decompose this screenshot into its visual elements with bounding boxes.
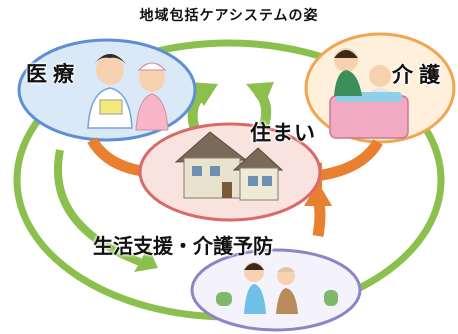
label-care: 介護 <box>392 63 446 87</box>
orange-arrow-from-care-shaft <box>315 139 383 182</box>
diagram-title: 地域包括ケアシステムの姿 <box>139 8 319 24</box>
life-support-bubble <box>190 248 362 332</box>
green-arrow-to-care-head <box>246 82 274 106</box>
label-life-support: 生活支援・介護予防 <box>93 234 273 258</box>
caregiver-bath-illustration <box>329 48 409 139</box>
orange-arrow-from-life-head <box>304 182 332 206</box>
green-arrowhead-left <box>134 246 158 272</box>
label-medical: 医療 <box>26 62 80 86</box>
walking-people-illustration <box>216 262 338 314</box>
house-illustration <box>174 131 284 201</box>
label-home: 住まい <box>250 121 316 145</box>
doctor-nurse-illustration <box>87 54 169 131</box>
green-arc-left <box>53 149 142 266</box>
